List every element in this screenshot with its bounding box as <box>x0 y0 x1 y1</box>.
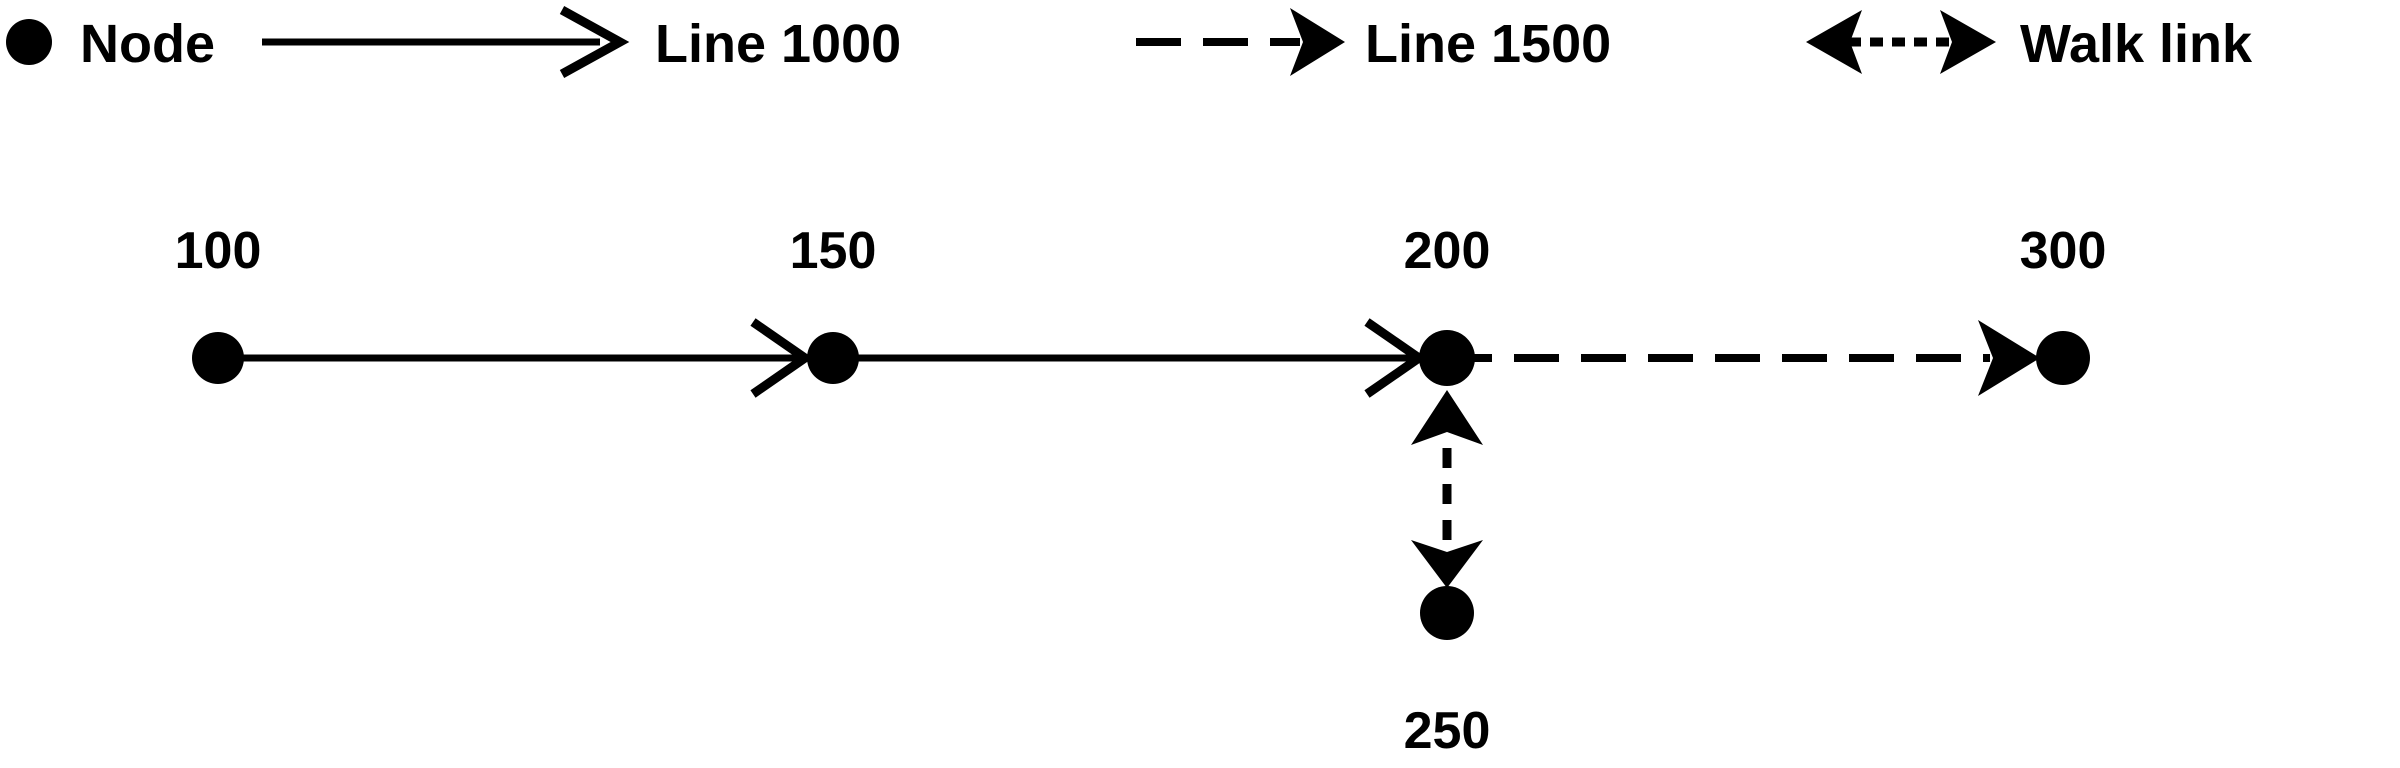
edge-200-300 <box>1447 320 2040 396</box>
legend-label-line1000: Line 1000 <box>655 14 901 74</box>
legend-open-arrowhead-icon <box>559 6 630 78</box>
node-300[interactable]: 300 <box>2020 222 2107 385</box>
edge-200-250-arrowhead-up-icon <box>1411 390 1483 445</box>
node-300-circle[interactable] <box>2036 331 2090 385</box>
graph-nodes: 100 150 200 300 250 <box>175 222 2107 760</box>
legend-item-walklink: Walk link <box>1806 10 2253 74</box>
edge-100-150-arrowhead-icon <box>750 318 813 398</box>
edge-150-200 <box>833 318 1427 398</box>
legend-label-walklink: Walk link <box>2020 14 2253 74</box>
node-100-circle[interactable] <box>192 332 244 384</box>
node-250-circle[interactable] <box>1420 586 1474 640</box>
node-200-circle[interactable] <box>1419 330 1475 386</box>
legend-item-line1500: Line 1500 <box>1136 8 1611 76</box>
legend-item-line1000: Line 1000 <box>262 6 901 78</box>
legend-walk-arrowhead-right-icon <box>1940 10 1996 74</box>
legend-walk-arrowhead-left-icon <box>1806 10 1862 74</box>
legend-item-node: Node <box>6 14 215 74</box>
node-150-circle[interactable] <box>807 332 859 384</box>
node-100-label: 100 <box>175 222 262 280</box>
legend: Node Line 1000 Line 1500 Walk link <box>6 6 2253 78</box>
node-150[interactable]: 150 <box>790 222 877 384</box>
edge-100-150 <box>218 318 813 398</box>
node-250[interactable]: 250 <box>1404 586 1491 760</box>
node-200[interactable]: 200 <box>1404 222 1491 386</box>
node-150-label: 150 <box>790 222 877 280</box>
graph-edges <box>218 318 2040 588</box>
legend-node-circle-icon <box>6 19 52 65</box>
edge-200-300-arrowhead-icon <box>1978 320 2040 396</box>
legend-solid-arrowhead-icon <box>1290 8 1345 76</box>
node-300-label: 300 <box>2020 222 2107 280</box>
node-100[interactable]: 100 <box>175 222 262 384</box>
edge-200-250-arrowhead-down-icon <box>1411 540 1483 588</box>
legend-label-line1500: Line 1500 <box>1365 14 1611 74</box>
edge-200-250-walk <box>1411 390 1483 588</box>
legend-label-node: Node <box>80 14 215 74</box>
node-250-label: 250 <box>1404 702 1491 760</box>
node-200-label: 200 <box>1404 222 1491 280</box>
